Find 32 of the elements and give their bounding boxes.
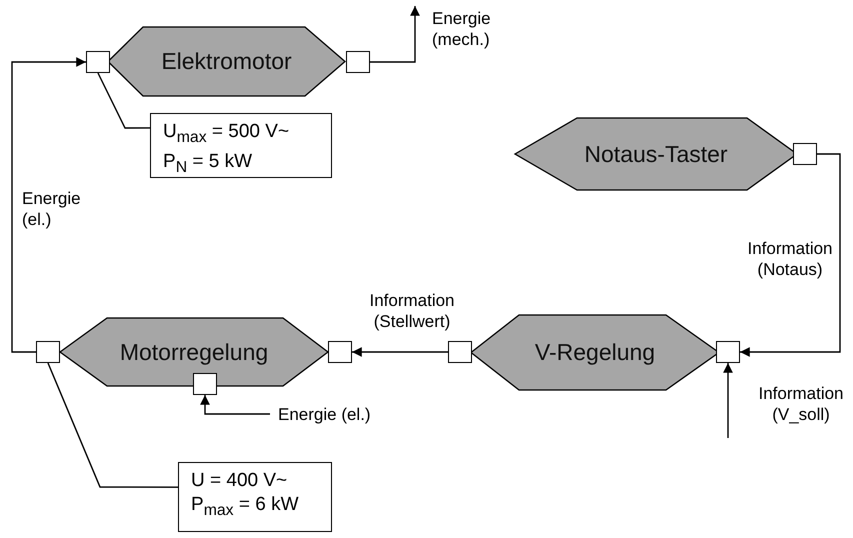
port-square (193, 373, 217, 395)
arrow (200, 395, 270, 415)
parameter-box (178, 462, 332, 532)
leader-line (47, 362, 178, 488)
parameter-box (150, 113, 332, 178)
edge-label: Energie (mech.) (432, 8, 492, 50)
function-name: V-Regelung (534, 339, 656, 366)
parameter-text: U$_{max}$ = 500 V~ (163, 120, 290, 148)
edge-label: Energie (el.) (278, 404, 371, 425)
leader-line (97, 72, 150, 129)
port-square (86, 51, 110, 73)
arrow (740, 153, 841, 357)
port-square (36, 341, 60, 363)
parameter-text: U = 400 V~ (191, 469, 288, 493)
port-square (328, 341, 352, 363)
function-name: Motorregelung (120, 338, 268, 366)
function-name: Elektromotor (161, 48, 292, 75)
edge-label: Information (Notaus) (746, 238, 834, 280)
arrow (352, 347, 448, 357)
port-square (716, 341, 740, 363)
edge-label: Information (V_soll) (757, 383, 845, 425)
arrow (370, 6, 420, 63)
port-square (793, 143, 817, 165)
parameter-text: P$_{N}$ = 5 kW (163, 150, 254, 178)
arrow (723, 363, 733, 438)
parameter-text: P$_{max}$ = 6 kW (191, 493, 300, 521)
edge-label: Information (Stellwert) (368, 290, 456, 332)
function-name: Notaus-Taster (584, 140, 728, 168)
port-square (346, 51, 370, 73)
edge-label: Energie (el.) (22, 188, 82, 230)
arrow (11, 57, 86, 353)
port-square (448, 341, 472, 363)
